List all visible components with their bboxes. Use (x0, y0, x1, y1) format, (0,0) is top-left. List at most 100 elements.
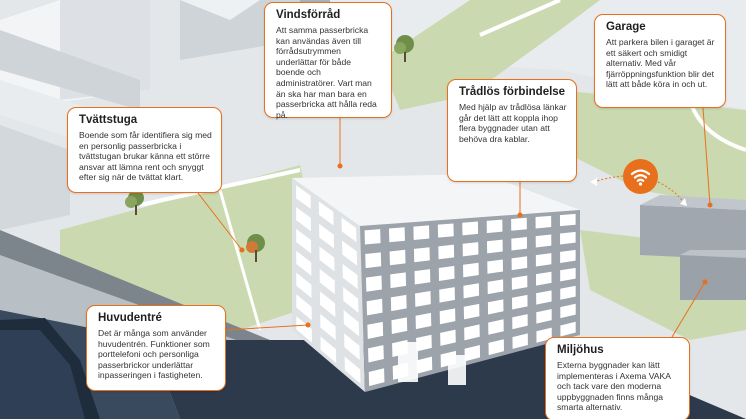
building-window (319, 246, 335, 272)
main-building-roof (292, 174, 580, 226)
building-window (344, 333, 360, 360)
building-window (439, 308, 456, 325)
building-window (560, 321, 576, 337)
callout-body: Det är många som använder huvudentrén. F… (98, 328, 210, 381)
callout-huvudentre: Huvudentré Det är många som använder huv… (86, 305, 226, 391)
building-window (439, 287, 455, 303)
building-window (511, 237, 528, 251)
callout-body: Att samma passerbricka kan användas även… (276, 25, 377, 120)
building-window (511, 256, 528, 271)
building-window (560, 267, 576, 282)
building-window (414, 269, 431, 285)
building-window (318, 201, 334, 226)
callout-body: Externa byggnader kan lätt implementeras… (557, 360, 671, 413)
building-window (438, 244, 455, 260)
building-window (365, 252, 382, 269)
building-window (389, 249, 406, 266)
building-window (296, 250, 312, 276)
building-window (296, 294, 312, 321)
building-window (296, 207, 311, 232)
tree (125, 190, 144, 215)
building-window (535, 253, 552, 267)
building-window (463, 283, 480, 299)
wifi-icon (623, 159, 658, 194)
building-window (488, 339, 504, 356)
building-window (388, 227, 405, 243)
callout-tradlos-forbindelse: Trådlös förbindelse Med hjälp av trådlös… (447, 79, 577, 182)
building-window (343, 287, 359, 313)
building-window (560, 231, 576, 245)
building-window (438, 265, 455, 281)
building-window (536, 308, 552, 324)
building-window (464, 345, 481, 362)
building-window (366, 298, 383, 316)
callout-vindsforrad: Vindsförråd Att samma passerbricka kan a… (264, 2, 392, 120)
building-window (364, 229, 381, 245)
building-window (487, 279, 504, 295)
building-window (296, 272, 312, 298)
building-window (416, 356, 433, 374)
building-window (320, 313, 336, 341)
building-window (390, 294, 407, 312)
building-window (391, 317, 408, 335)
building-window (416, 334, 432, 352)
building-window (365, 275, 382, 292)
building-window (368, 368, 385, 387)
callout-garage: Garage Att parkera bilen i garaget är et… (594, 14, 726, 108)
building-window (536, 290, 552, 305)
building-window (560, 249, 576, 263)
garage-building (640, 205, 746, 260)
building-window (367, 321, 384, 339)
building-window (320, 336, 337, 364)
building-window (486, 219, 503, 234)
building-window (486, 239, 503, 254)
building-window (296, 185, 311, 209)
callout-body: Med hjälp av trådlösa länkar går det lät… (459, 102, 567, 144)
building-window (463, 303, 480, 320)
grass-area (60, 165, 330, 330)
building-window (560, 285, 576, 300)
building-window (390, 272, 407, 289)
tree (394, 35, 414, 62)
callout-body: Att parkera bilen i garaget är ett säker… (606, 37, 715, 90)
callout-title: Vindsförråd (276, 9, 341, 21)
callout-title: Miljöhus (557, 344, 604, 356)
building-window (437, 223, 454, 238)
callout-body: Boende som får identifiera sig med en pe… (79, 130, 212, 183)
building-window (319, 291, 336, 318)
building-window (560, 303, 576, 319)
callout-title: Huvudentré (98, 312, 162, 324)
entrance-door (398, 342, 418, 382)
building-window (512, 333, 528, 349)
building-window (512, 314, 528, 330)
building-window (512, 294, 528, 310)
miljohus-building (680, 255, 746, 300)
building-window (341, 217, 357, 242)
building-window (535, 271, 552, 286)
callout-title: Garage (606, 21, 646, 33)
building-window (487, 299, 504, 315)
building-window (487, 259, 503, 274)
building-window (462, 242, 479, 257)
callout-title: Trådlös förbindelse (459, 86, 566, 98)
building-window (342, 240, 358, 266)
building-window (464, 324, 480, 341)
building-window (415, 312, 432, 330)
building-window (440, 329, 456, 346)
building-window (413, 247, 430, 263)
callout-miljohus: Miljöhus Externa byggnader kan lätt impl… (545, 337, 690, 419)
building-window (535, 215, 552, 229)
building-window (368, 345, 384, 363)
building-window (344, 356, 361, 384)
building-window (296, 228, 312, 254)
building-window (511, 217, 527, 231)
building-window (343, 310, 360, 337)
callout-tvattstuga: Tvättstuga Boende som får identifiera si… (67, 107, 222, 193)
building-window (463, 262, 479, 278)
grass-area (380, 0, 600, 110)
building-window (319, 223, 335, 249)
building-window (511, 275, 528, 290)
tree (246, 234, 265, 262)
building-window (559, 213, 576, 227)
